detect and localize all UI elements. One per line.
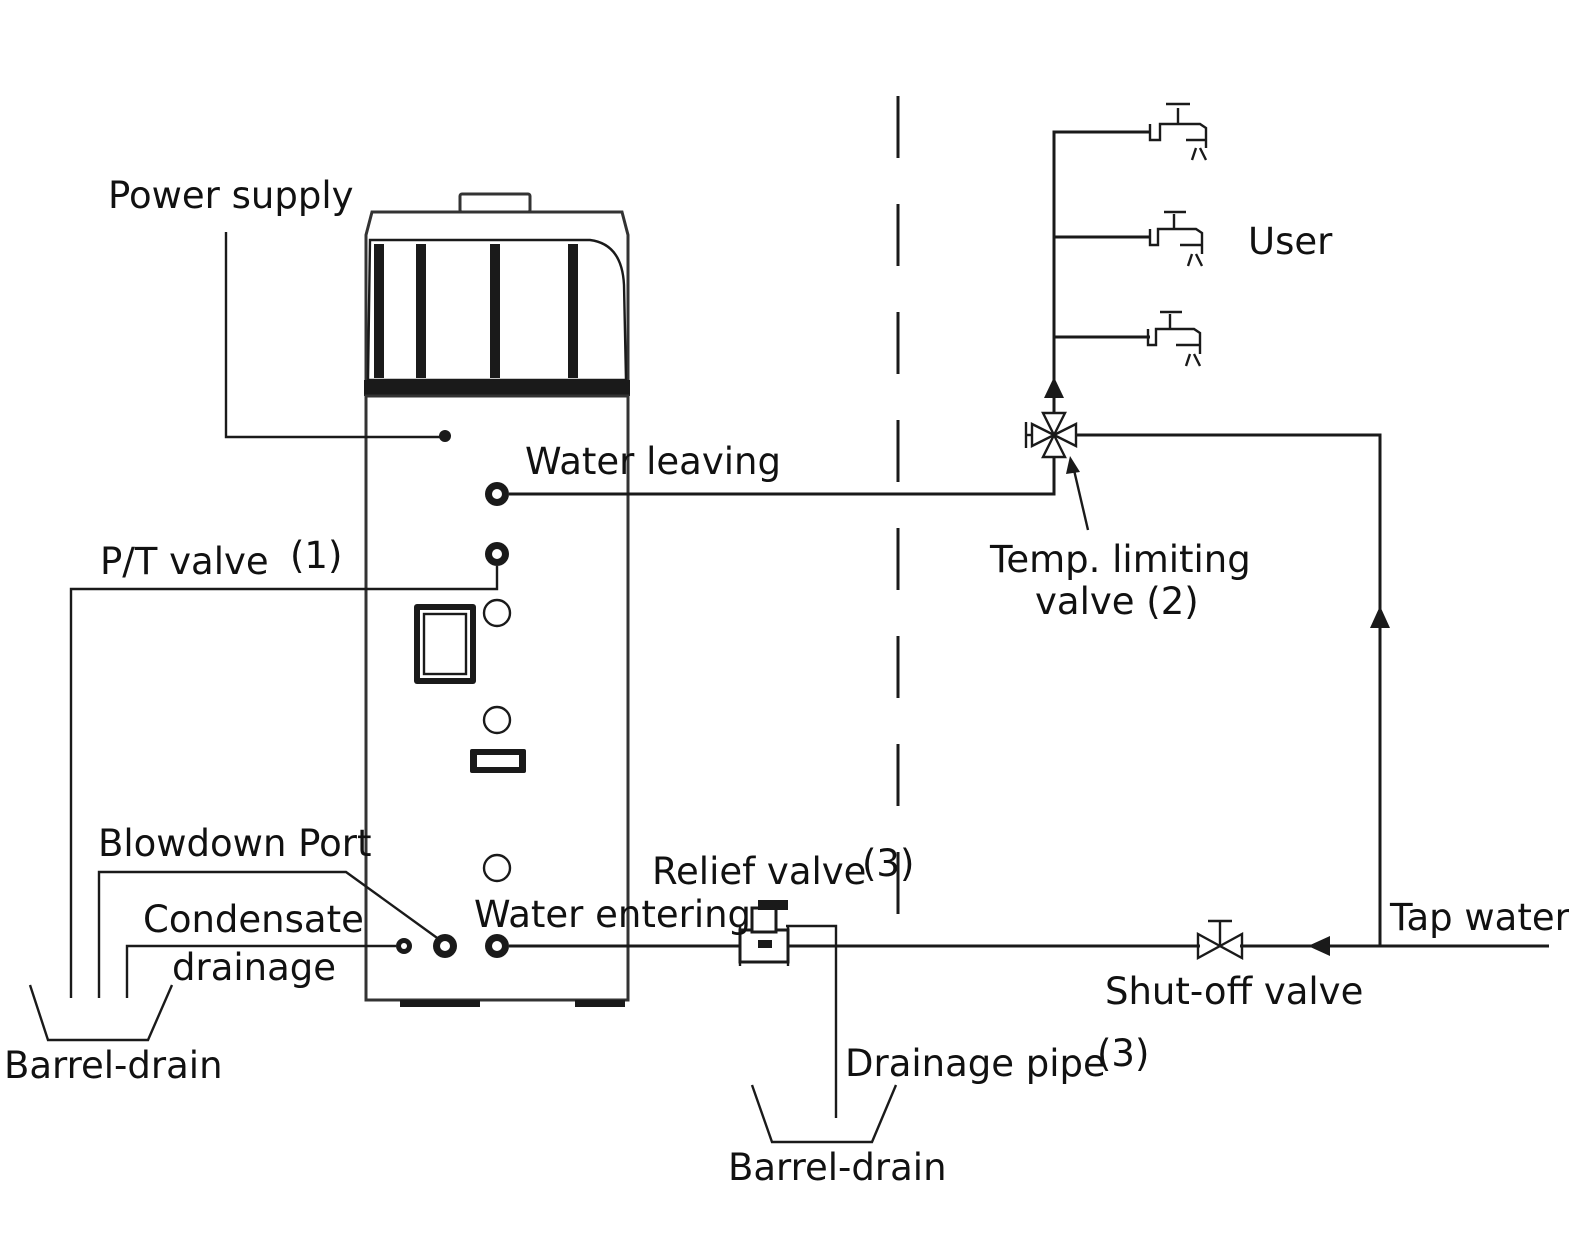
- condensate-label: Condensate: [143, 898, 364, 941]
- user-label: User: [1248, 220, 1333, 263]
- relief-valve-icon: [738, 900, 790, 966]
- pt-valve-note: (1): [290, 534, 342, 577]
- drainage-pipe: [786, 924, 838, 1118]
- heat-pump-water-heater-icon: [364, 192, 630, 1007]
- faucet-icon: [1148, 210, 1204, 267]
- flow-arrow-icon: [1044, 377, 1064, 398]
- drainage-pipe-note: (3): [1097, 1032, 1149, 1075]
- condensate-drainage-label: drainage: [172, 946, 336, 989]
- shutoff-valve-label: Shut-off valve: [1105, 970, 1363, 1013]
- tap-water-bypass-pipe: [1077, 433, 1382, 946]
- blowdown-pipe: [97, 870, 441, 998]
- user-riser-pipe: [1052, 130, 1150, 412]
- gate-valve-icon: [1196, 919, 1244, 961]
- barrel-drain-left-label: Barrel-drain: [4, 1044, 223, 1087]
- barrel-drain-left-icon: [28, 984, 174, 1042]
- blowdown-port-label: Blowdown Port: [98, 822, 372, 865]
- power-supply-leader: [224, 232, 440, 439]
- flow-arrow-icon: [1308, 936, 1330, 956]
- faucet-icon: [1148, 102, 1208, 161]
- tap-water-label: Tap water: [1389, 896, 1569, 939]
- drainage-pipe-label: Drainage pipe: [845, 1042, 1106, 1085]
- pt-valve-drain-pipe: [69, 566, 499, 998]
- temp-limiting-label: Temp. limiting: [989, 538, 1251, 581]
- flow-arrow-icon: [1370, 606, 1390, 628]
- water-leaving-label: Water leaving: [525, 440, 781, 483]
- temp-limiting-valve-label: valve (2): [1035, 580, 1199, 623]
- water-entering-label: Water entering: [474, 893, 751, 936]
- water-leaving-pipe: [509, 458, 1056, 496]
- barrel-drain-bottom-icon: [750, 1084, 898, 1144]
- pt-valve-label: P/T valve: [100, 540, 269, 583]
- relief-valve-note: (3): [862, 842, 914, 885]
- power-supply-label: Power supply: [108, 174, 354, 217]
- faucet-icon: [1146, 310, 1202, 367]
- three-way-valve-icon: [1024, 411, 1078, 459]
- condensate-pipe: [125, 944, 396, 998]
- relief-valve-label: Relief valve: [652, 850, 866, 893]
- barrel-drain-bottom-label: Barrel-drain: [728, 1146, 947, 1189]
